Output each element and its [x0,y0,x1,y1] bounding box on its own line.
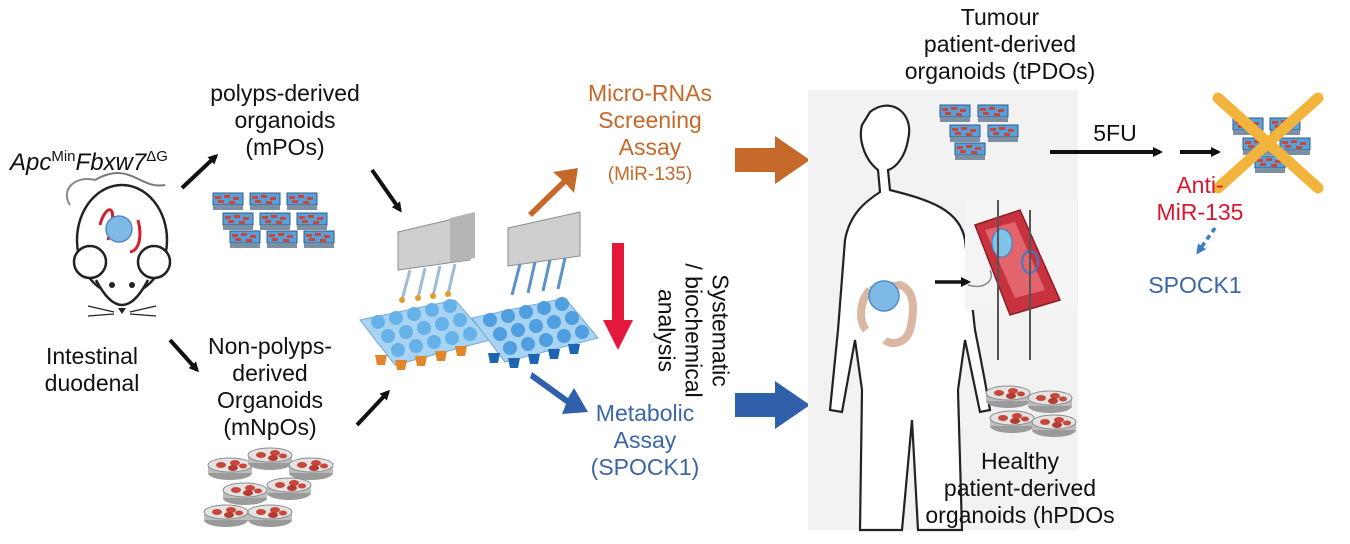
arrow-nonpolyps-to-pipette [355,389,391,427]
arrow-to-mirna-assay [528,168,578,217]
arrow-polyps-to-pipette [370,168,402,213]
organoid-plate-icon [212,192,335,249]
treatment-label: 5FU [1093,120,1137,146]
colon-icon [857,280,917,347]
polyps-organoids-label: polyps-derived organoids (mPOs) [210,80,360,160]
tissue-label: Intestinal duodenal [44,343,140,396]
cross-out-icon [1212,92,1324,194]
genotype-label: ApcMinFbxw7ΔG [10,148,168,176]
arrow-analysis [603,243,633,350]
arrow-to-metabolic-assay [530,372,588,414]
arrow-to-polyps [180,153,219,190]
anti-mir-label: Anti- MiR-135 [1156,172,1244,225]
tumour-pdo-label: Tumour patient-derived organoids (tPDOs) [904,4,1096,84]
petri-dish-icon [203,447,334,528]
mirna-screening-assay-label: Micro-RNAs Screening Assay (MiR-135) [588,80,712,185]
arrow-to-nonpolyps [168,338,200,373]
arrow-mirna-to-patient [735,136,810,184]
arrow-inhibits-spock1 [1196,226,1217,255]
intestine-tube-icon [935,200,1077,360]
nonpolyps-organoids-label: Non-polyps- derived Organoids (mNpOs) [208,333,332,440]
analysis-label: Systematic / biochemical analysis [653,263,734,398]
robotic-pipette-icon [359,211,599,370]
mouse-icon [65,172,172,317]
human-silhouette-icon [808,90,1078,532]
healthy-pdo-label: Healthy patient-derived organoids (hPDOs [925,448,1115,528]
arrow-metabolic-to-patient [735,381,810,429]
metabolic-assay-label: Metabolic Assay (SPOCK1) [590,400,700,480]
spock1-target-label: SPOCK1 [1148,272,1242,298]
